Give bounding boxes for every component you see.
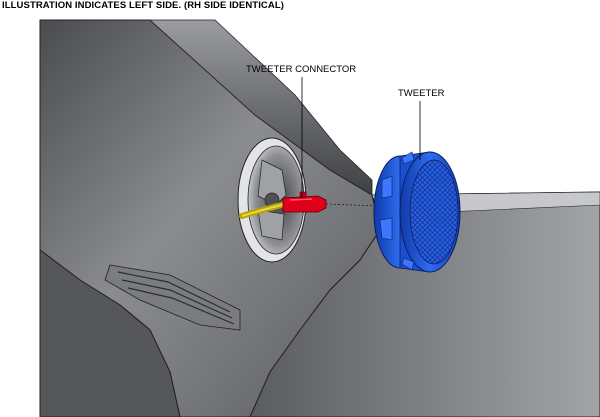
tweeter-unit bbox=[373, 151, 461, 273]
tweeter-grille bbox=[409, 159, 459, 265]
defroster-vent bbox=[104, 264, 241, 331]
pillar-upper-face bbox=[148, 19, 373, 196]
connection-line bbox=[325, 203, 379, 207]
dashboard-panel bbox=[249, 191, 600, 417]
tweeter-mounting-hole bbox=[237, 137, 307, 263]
tweeter-connector bbox=[282, 191, 327, 213]
tweeter-connector-label: TWEETER CONNECTOR bbox=[246, 64, 357, 75]
illustration-note: ILLUSTRATION INDICATES LEFT SIDE. (RH SI… bbox=[2, 0, 285, 11]
lower-trim-panel bbox=[39, 249, 181, 417]
tweeter-label: TWEETER bbox=[398, 88, 445, 99]
